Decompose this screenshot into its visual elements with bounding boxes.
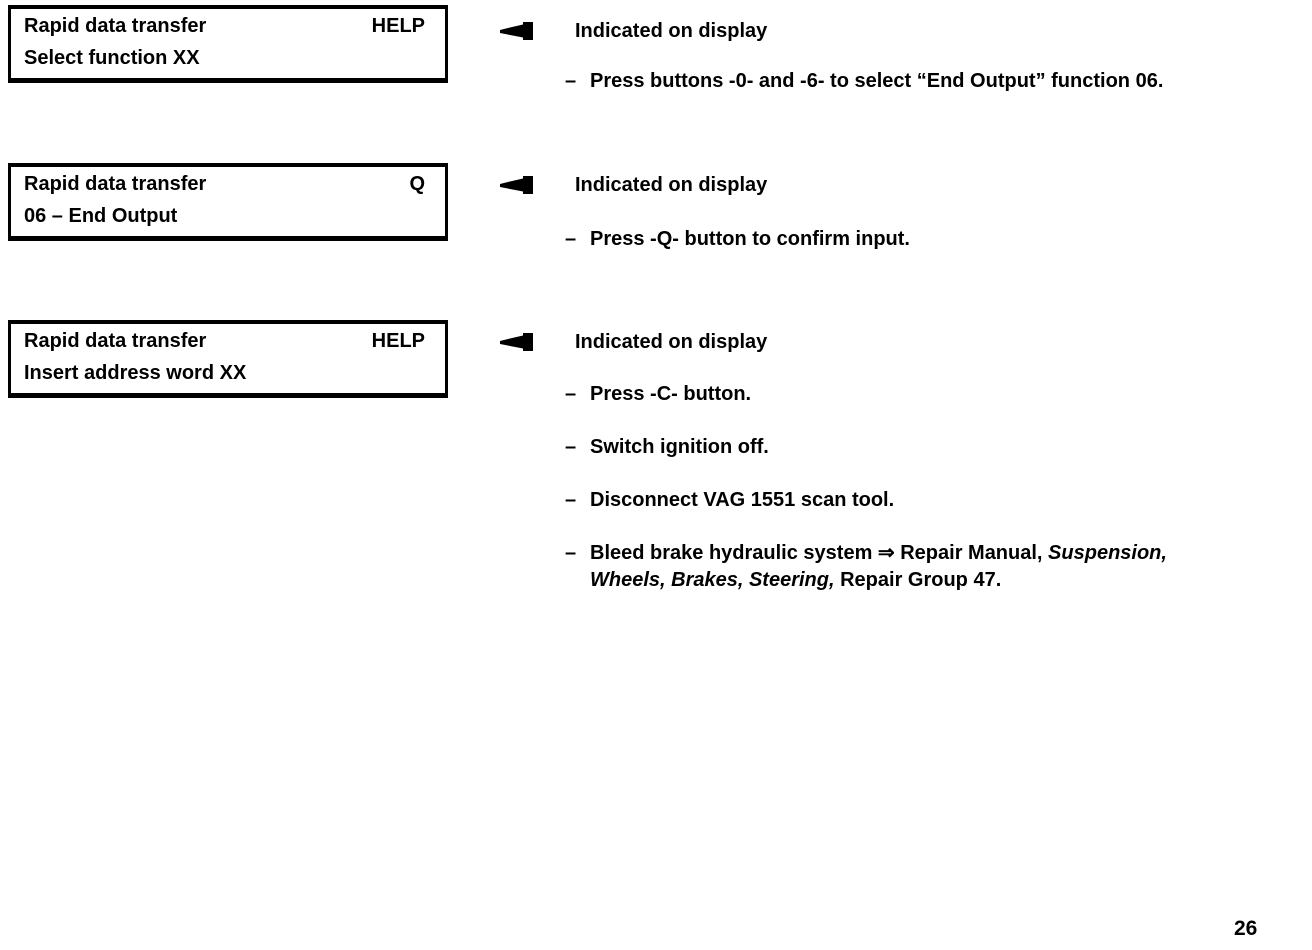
instruction-step: – Bleed brake hydraulic system ⇒ Repair …: [500, 540, 1312, 594]
lcd-display-box: Rapid data transfer HELP Select function…: [8, 5, 448, 83]
step-dash: –: [565, 228, 577, 250]
display-corner-label: HELP: [371, 330, 425, 352]
display-line-2: Select function XX: [24, 47, 200, 69]
step-text-pre: Bleed brake hydraulic system ⇒ Repair Ma…: [590, 542, 1049, 564]
step-dash: –: [565, 436, 577, 458]
step-text: Switch ignition off.: [590, 436, 769, 458]
instruction-step: – Press buttons -0- and -6- to select “E…: [500, 68, 1312, 95]
step-text-italic: Suspension,: [1048, 542, 1167, 564]
step-list: – Press -C- button. – Switch ignition of…: [500, 381, 1312, 594]
lcd-display-box: Rapid data transfer Q 06 – End Output: [8, 163, 448, 241]
step-text-post: Repair Group 47.: [834, 569, 1002, 591]
display-line-2: 06 – End Output: [24, 205, 178, 227]
display-line-1: Rapid data transfer: [24, 173, 207, 195]
page-number: 26: [1234, 917, 1258, 940]
left-arrow-icon: [500, 176, 534, 194]
display-corner-label: HELP: [371, 15, 425, 37]
instruction-step: – Switch ignition off.: [500, 434, 1312, 461]
indicated-on-display-label: Indicated on display: [575, 331, 768, 353]
display-line-2: Insert address word XX: [24, 362, 247, 384]
step-text: Press -Q- button to confirm input.: [590, 228, 910, 250]
left-arrow-icon: [500, 333, 534, 351]
step-list: – Press -Q- button to confirm input.: [500, 226, 1312, 253]
step-text: Press -C- button.: [590, 383, 752, 405]
display-line-1: Rapid data transfer: [24, 15, 207, 37]
display-line-1: Rapid data transfer: [24, 330, 207, 352]
step-dash: –: [565, 70, 577, 92]
left-arrow-icon: [500, 22, 534, 40]
indicated-on-display-label: Indicated on display: [575, 20, 768, 42]
step-list: – Press buttons -0- and -6- to select “E…: [500, 68, 1312, 95]
instruction-step: – Disconnect VAG 1551 scan tool.: [500, 487, 1312, 514]
step-text: Press buttons -0- and -6- to select “End…: [590, 70, 1164, 92]
step-dash: –: [565, 489, 577, 511]
indicated-on-display-label: Indicated on display: [575, 174, 768, 196]
lcd-display-box: Rapid data transfer HELP Insert address …: [8, 320, 448, 398]
step-dash: –: [565, 383, 577, 405]
instruction-step: – Press -C- button.: [500, 381, 1312, 408]
step-text: Disconnect VAG 1551 scan tool.: [590, 489, 895, 511]
display-corner-label: Q: [409, 173, 425, 195]
step-dash: –: [565, 542, 577, 564]
instruction-step: – Press -Q- button to confirm input.: [500, 226, 1312, 253]
step-text-italic: Wheels, Brakes, Steering,: [590, 569, 835, 591]
